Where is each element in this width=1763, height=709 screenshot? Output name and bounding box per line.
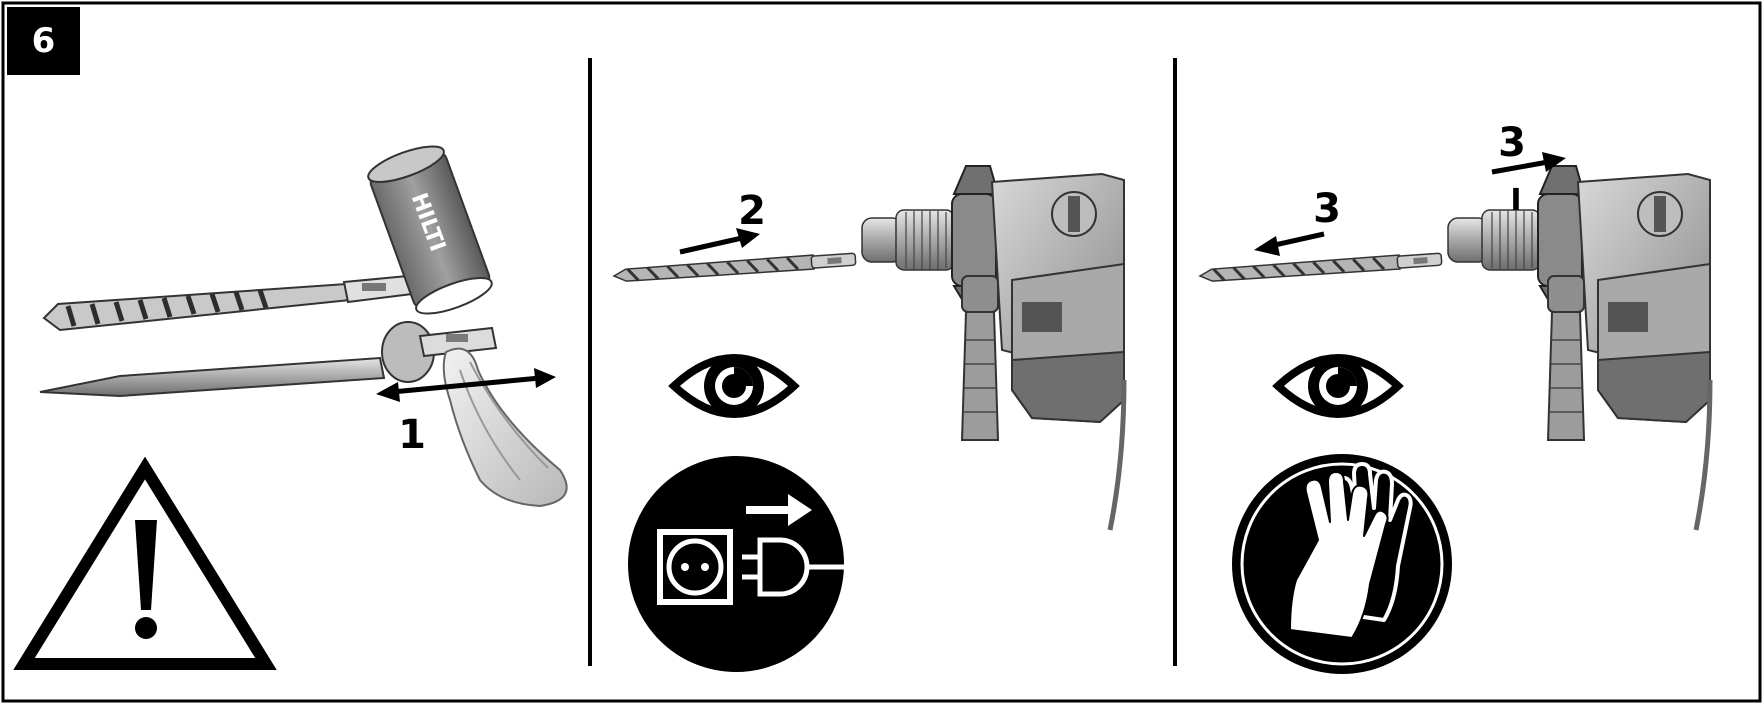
step-label-2: 2 [738,188,766,234]
step-label-3-remove: 3 [1313,186,1341,232]
cleaning-cloth-illustration [442,347,568,508]
grease-cartridge-illustration: HILTI [367,145,493,315]
unplug-power-icon [624,452,848,676]
panel-insert-tool: 2 [612,166,1124,676]
hammer-drill-illustration [862,166,1124,530]
lock-mark: I [1510,183,1521,218]
eye-inspect-icon [674,356,794,416]
drill-bit-illustration [42,274,414,332]
panel-clean-insertion-end: HILTI 1 [13,145,568,670]
drill-bit-illustration [612,250,858,285]
hammer-drill-illustration [1448,166,1710,530]
arrow-unlock-icon [1491,152,1566,175]
arrow-remove-icon [1254,231,1325,256]
chisel-illustration [39,321,498,398]
step-label-1: 1 [398,412,426,458]
step-label-3-unlock: 3 [1498,120,1526,166]
panel-remove-tool: 3 3 I [1198,120,1710,674]
double-arrow-icon [376,368,556,402]
eye-inspect-icon [1278,356,1398,416]
warning-icon [13,456,277,670]
figure-number: 6 [7,7,80,75]
drill-bit-illustration [1198,250,1444,285]
wear-gloves-icon [1232,454,1452,674]
arrow-insert-icon [679,228,760,255]
